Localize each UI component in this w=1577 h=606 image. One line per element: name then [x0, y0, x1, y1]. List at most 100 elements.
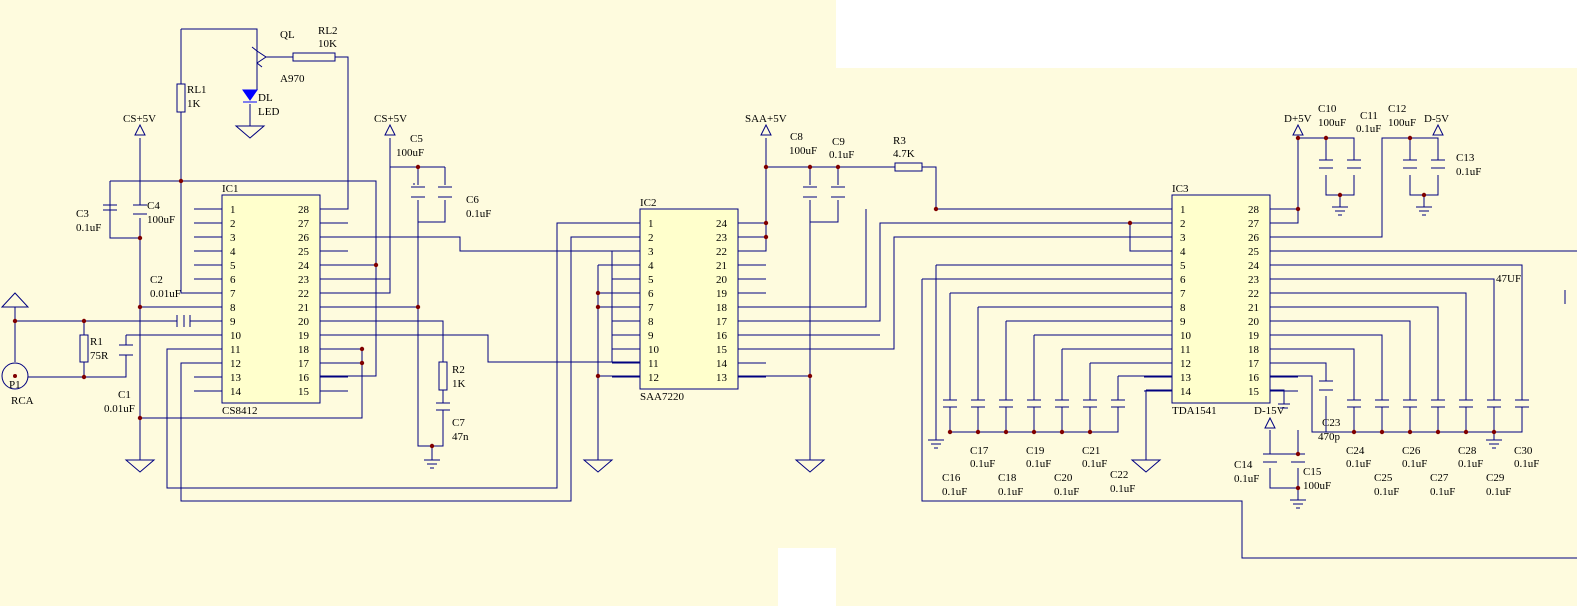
junction-dot: [763, 164, 769, 170]
c10-capacitor: [1319, 159, 1333, 169]
p1-label: P1: [9, 379, 21, 391]
junction-dot: [1323, 135, 1329, 141]
c23-value: 470p: [1318, 431, 1341, 443]
ground-symbols: [124, 125, 1502, 509]
ic3-pin-label: 27: [1248, 218, 1260, 230]
junction-dots: [12, 135, 1497, 491]
ic2-pin-label: 23: [716, 232, 728, 244]
rail-dm15v: D-15V: [1254, 405, 1285, 417]
ic2-pin-label: 2: [648, 232, 654, 244]
ic3-pin-label: 2: [1180, 218, 1186, 230]
c15-value: 100uF: [1303, 480, 1331, 492]
ic1-pin-label: 5: [230, 260, 236, 272]
ic1-pin-label: 10: [230, 330, 242, 342]
ic3-pin-label: 8: [1180, 302, 1186, 314]
c4-capacitor: [133, 204, 147, 215]
left-cap-bank: [943, 399, 1125, 418]
c12-value: 100uF: [1388, 117, 1416, 129]
ic1-pin-label: 17: [298, 358, 310, 370]
c5-value: 100uF: [396, 147, 424, 159]
ic3-pin-label: 25: [1248, 246, 1260, 258]
junction-dot: [178, 178, 184, 184]
ic1-pin-label: 7: [230, 288, 236, 300]
c25-label: C25: [1374, 472, 1393, 484]
junction-dot: [1087, 429, 1093, 435]
c26-value: 0.1uF: [1402, 458, 1427, 470]
c23-label: C23: [1322, 417, 1341, 429]
ic3-pin-label: 1: [1180, 204, 1186, 216]
ic3-pin-label: 13: [1180, 372, 1192, 384]
ic1-pin-label: 8: [230, 302, 236, 314]
c16-label: C16: [942, 472, 961, 484]
ic2-pin-label: 19: [716, 288, 728, 300]
c18-label: C18: [998, 472, 1017, 484]
junction-dot: [595, 373, 601, 379]
ic1-pin-label: 12: [230, 358, 241, 370]
c17-value: 0.1uF: [970, 458, 995, 470]
junction-dot: [1295, 485, 1301, 491]
ic3-pin-label: 5: [1180, 260, 1186, 272]
junction-dot: [807, 373, 813, 379]
ic2-pin-label: 8: [648, 316, 654, 328]
rl2-resistor: [292, 52, 336, 62]
c13-label: C13: [1456, 152, 1475, 164]
ic3-pin-label: 3: [1180, 232, 1186, 244]
r3-label: R3: [893, 135, 906, 147]
ic1-pin-label: 19: [298, 330, 310, 342]
c30-label: C30: [1514, 445, 1533, 457]
c14-value: 0.1uF: [1234, 473, 1259, 485]
rail-dp5v: D+5V: [1284, 113, 1312, 125]
c8-value: 100uF: [789, 145, 817, 157]
ic3-pin-label: 22: [1248, 288, 1259, 300]
rl2-label: RL2: [318, 25, 338, 37]
c2-value: 0.01uF: [150, 288, 181, 300]
c21-value: 0.1uF: [1082, 458, 1107, 470]
junction-dot: [1295, 206, 1301, 212]
dl-led: [242, 89, 258, 103]
ic2-pin-label: 6: [648, 288, 654, 300]
junction-dot: [1379, 429, 1385, 435]
junction-dot: [1295, 135, 1301, 141]
junction-dot: [1003, 429, 1009, 435]
ic2-pin-label: 7: [648, 302, 654, 314]
c15-label: C15: [1303, 466, 1322, 478]
ic2-pin-label: 14: [716, 358, 728, 370]
ic1-pin-label: 20: [298, 316, 310, 328]
components: RL1 1K RL2 10K QL A970 DL LED C3 0.1uF C…: [1, 25, 1539, 498]
ic2-pin-label: 10: [648, 344, 660, 356]
ic3-pin-label: 18: [1248, 344, 1260, 356]
junction-dot: [415, 164, 421, 170]
right-cap-bank: [1347, 399, 1529, 418]
c12-label: C12: [1388, 103, 1406, 115]
junction-dot: [595, 290, 601, 296]
c8-label: C8: [790, 131, 803, 143]
junction-dot: [975, 429, 981, 435]
dl-value: LED: [258, 106, 279, 118]
c9-capacitor: [831, 186, 845, 198]
ic1-pin-label: 11: [230, 344, 241, 356]
c28-value: 0.1uF: [1458, 458, 1483, 470]
c11-capacitor: [1347, 159, 1361, 169]
r1-resistor: [79, 334, 89, 363]
rl2-value: 10K: [318, 38, 337, 50]
junction-dot: [429, 443, 435, 449]
c23-capacitor: [1319, 380, 1333, 391]
ic1-pin-label: 14: [230, 386, 242, 398]
junction-dot: [595, 304, 601, 310]
ic3-pin-label: 16: [1248, 372, 1260, 384]
ic2-pin-label: 16: [716, 330, 728, 342]
c19-value: 0.1uF: [1026, 458, 1051, 470]
junction-dot: [359, 360, 365, 366]
junction-dot: [763, 234, 769, 240]
ic1-pin-label: 2: [230, 218, 236, 230]
junction-dot: [359, 346, 365, 352]
junction-dot: [1407, 135, 1413, 141]
rl1-label: RL1: [187, 84, 207, 96]
ic3-pin-label: 26: [1248, 232, 1260, 244]
c29-label: C29: [1486, 472, 1505, 484]
c47uf-label: 47UF: [1496, 273, 1521, 285]
c24-value: 0.1uF: [1346, 458, 1371, 470]
ic1-pin-label: 22: [298, 288, 309, 300]
ic3-pin-label: 12: [1180, 358, 1191, 370]
ic2-pin-label: 20: [716, 274, 728, 286]
